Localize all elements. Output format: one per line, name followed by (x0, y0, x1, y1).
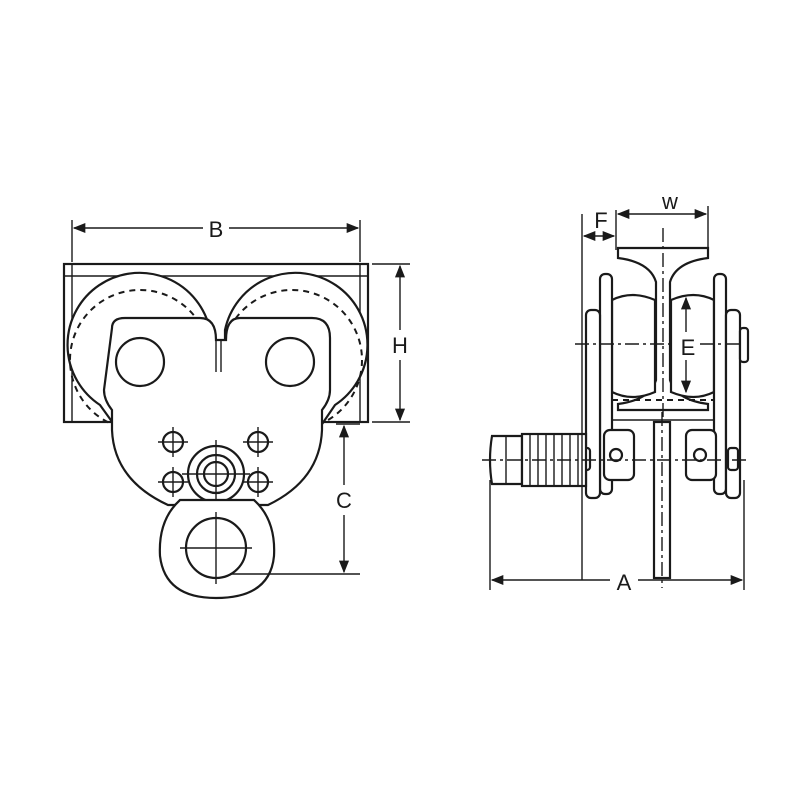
dimension-a-label: A (617, 570, 632, 595)
left-axle-hole (114, 336, 166, 388)
dimension-w-label: w (661, 189, 678, 214)
dimension-c-label: C (336, 488, 352, 513)
left-spacer (602, 428, 636, 482)
body-plate (102, 316, 332, 507)
side-view: F w E A (482, 189, 750, 596)
right-spacer (684, 428, 718, 482)
hook-eye (158, 498, 276, 600)
bolt-pattern (158, 427, 273, 497)
front-view: B H C (62, 214, 414, 600)
dimension-b-label: B (209, 217, 224, 242)
right-wheel-hidden (221, 289, 363, 431)
dimension-h-label: H (392, 333, 408, 358)
dimension-e-label: E (681, 335, 696, 360)
left-beam-wheel (610, 293, 657, 399)
dimension-f-label: F (594, 208, 607, 233)
right-axle-hole (264, 336, 316, 388)
i-beam (616, 246, 710, 412)
